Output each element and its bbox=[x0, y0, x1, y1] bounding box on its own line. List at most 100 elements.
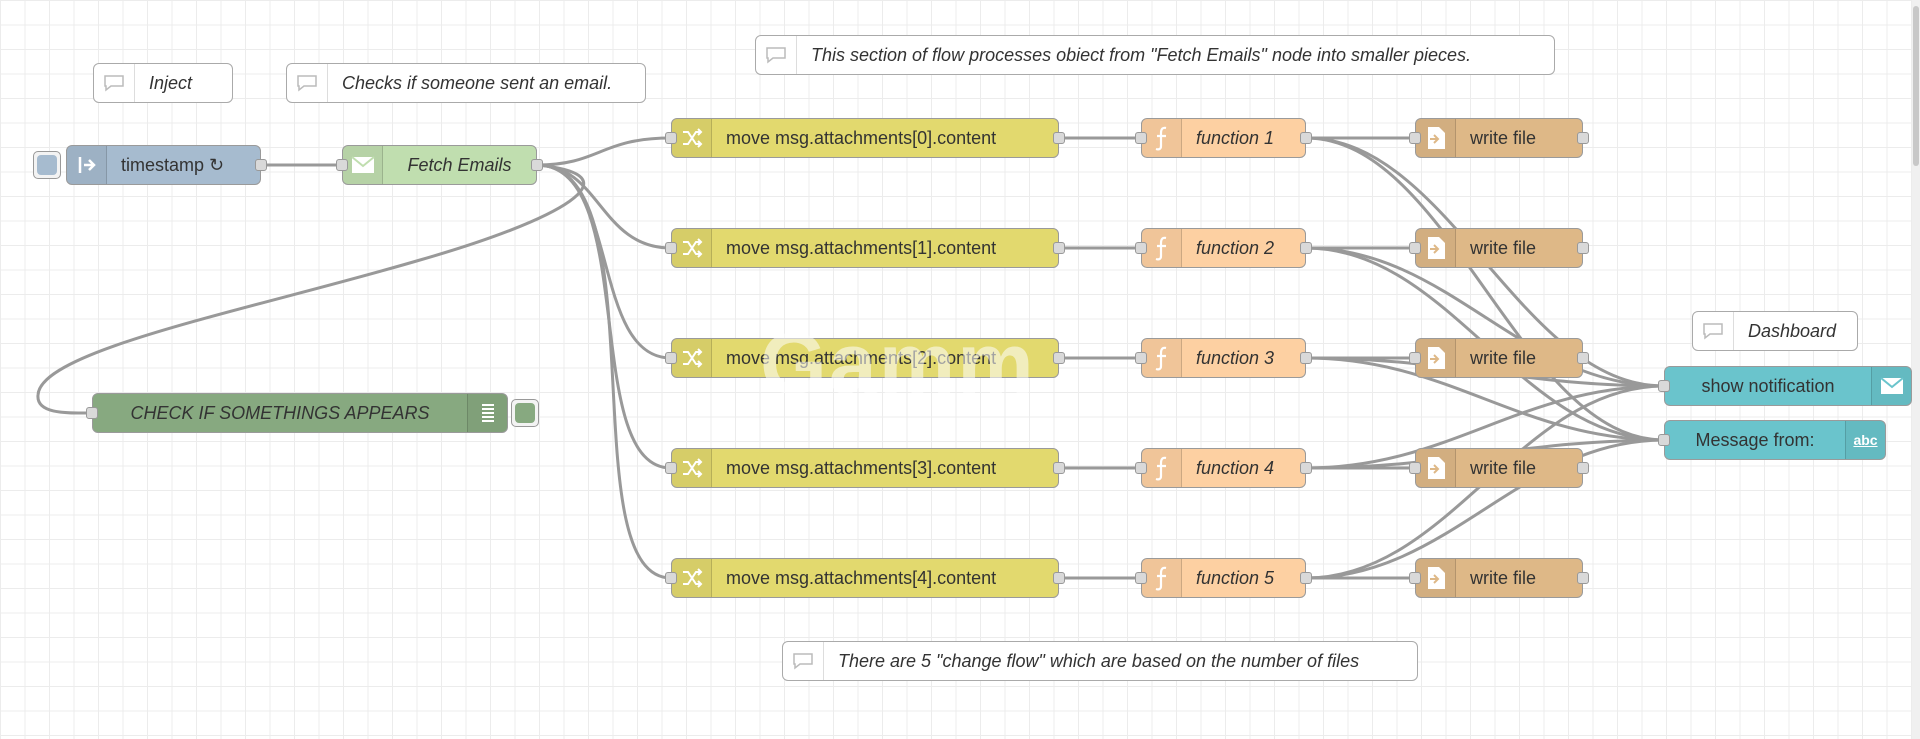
output-port[interactable] bbox=[1577, 462, 1589, 474]
wire bbox=[536, 136, 672, 167]
shuffle-icon bbox=[672, 119, 712, 157]
output-port[interactable] bbox=[1300, 462, 1312, 474]
input-port[interactable] bbox=[1135, 572, 1147, 584]
comment-section[interactable]: This section of flow processes obiect fr… bbox=[755, 35, 1555, 75]
input-port[interactable] bbox=[1409, 572, 1421, 584]
node-message-from[interactable]: Message from: abc bbox=[1658, 420, 1886, 460]
node-label: write file bbox=[1470, 237, 1537, 258]
wire bbox=[536, 163, 672, 580]
input-port[interactable] bbox=[665, 462, 677, 474]
node-write-file-5[interactable]: write file bbox=[1409, 558, 1589, 598]
vertical-scrollbar[interactable] bbox=[1912, 0, 1920, 739]
input-port[interactable] bbox=[1409, 352, 1421, 364]
output-port[interactable] bbox=[1053, 462, 1065, 474]
input-port[interactable] bbox=[665, 352, 677, 364]
shuffle-icon bbox=[672, 449, 712, 487]
output-port[interactable] bbox=[1577, 242, 1589, 254]
node-function-1[interactable]: function 1 bbox=[1135, 118, 1312, 158]
node-label: function 4 bbox=[1196, 457, 1275, 478]
wire bbox=[1305, 356, 1665, 442]
node-label: write file bbox=[1470, 567, 1537, 588]
node-change-0[interactable]: move msg.attachments[0].content bbox=[665, 118, 1065, 158]
node-label: show notification bbox=[1701, 375, 1835, 396]
input-port[interactable] bbox=[1135, 242, 1147, 254]
list-icon bbox=[467, 394, 507, 432]
output-port[interactable] bbox=[1053, 572, 1065, 584]
comment-inject[interactable]: Inject bbox=[93, 63, 233, 103]
wire bbox=[536, 163, 672, 250]
node-debug[interactable]: CHECK IF SOMETHINGS APPEARS bbox=[86, 393, 508, 433]
wire bbox=[536, 163, 672, 360]
node-change-2[interactable]: move msg.attachments[2].content bbox=[665, 338, 1065, 378]
output-port[interactable] bbox=[531, 159, 543, 171]
inject-trigger-button[interactable] bbox=[33, 151, 61, 179]
input-port[interactable] bbox=[1409, 242, 1421, 254]
output-port[interactable] bbox=[255, 159, 267, 171]
output-port[interactable] bbox=[1577, 132, 1589, 144]
output-port[interactable] bbox=[1300, 132, 1312, 144]
output-port[interactable] bbox=[1300, 242, 1312, 254]
input-port[interactable] bbox=[1135, 132, 1147, 144]
output-port[interactable] bbox=[1053, 352, 1065, 364]
node-write-file-3[interactable]: write file bbox=[1409, 338, 1589, 378]
node-label: Message from: bbox=[1695, 429, 1815, 450]
comment-dashboard[interactable]: Dashboard bbox=[1692, 311, 1858, 351]
debug-toggle-button[interactable] bbox=[511, 399, 539, 427]
node-label: function 5 bbox=[1196, 567, 1275, 588]
input-port[interactable] bbox=[1658, 380, 1670, 392]
node-label: function 1 bbox=[1196, 127, 1275, 148]
node-change-1[interactable]: move msg.attachments[1].content bbox=[665, 228, 1065, 268]
speech-bubble-icon bbox=[94, 64, 135, 102]
speech-bubble-icon bbox=[756, 36, 797, 74]
comment-bottom[interactable]: There are 5 "change flow" which are base… bbox=[782, 641, 1418, 681]
node-change-4[interactable]: move msg.attachments[4].content bbox=[665, 558, 1065, 598]
comment-text: This section of flow processes obiect fr… bbox=[811, 44, 1472, 65]
output-port[interactable] bbox=[1577, 352, 1589, 364]
output-port[interactable] bbox=[1300, 352, 1312, 364]
input-port[interactable] bbox=[665, 242, 677, 254]
input-port[interactable] bbox=[1135, 462, 1147, 474]
scrollbar-thumb[interactable] bbox=[1913, 6, 1919, 166]
node-label: write file bbox=[1470, 347, 1537, 368]
node-fetch-emails[interactable]: Fetch Emails bbox=[336, 145, 543, 185]
input-port[interactable] bbox=[86, 407, 98, 419]
file-icon bbox=[1416, 339, 1456, 377]
file-icon bbox=[1416, 119, 1456, 157]
node-label: timestamp ↻ bbox=[121, 154, 225, 175]
node-function-3[interactable]: function 3 bbox=[1135, 338, 1312, 378]
node-timestamp[interactable]: timestamp ↻ bbox=[66, 145, 267, 185]
abc-icon: abc bbox=[1845, 421, 1885, 459]
node-label: write file bbox=[1470, 457, 1537, 478]
input-port[interactable] bbox=[665, 572, 677, 584]
output-port[interactable] bbox=[1300, 572, 1312, 584]
node-label: move msg.attachments[4].content bbox=[726, 567, 997, 588]
node-change-3[interactable]: move msg.attachments[3].content bbox=[665, 448, 1065, 488]
output-port[interactable] bbox=[1053, 242, 1065, 254]
input-port[interactable] bbox=[1409, 132, 1421, 144]
node-show-notification[interactable]: show notification bbox=[1658, 366, 1912, 406]
function-icon bbox=[1142, 559, 1182, 597]
node-function-5[interactable]: function 5 bbox=[1135, 558, 1312, 598]
comment-checks[interactable]: Checks if someone sent an email. bbox=[286, 63, 646, 103]
node-write-file-2[interactable]: write file bbox=[1409, 228, 1589, 268]
function-icon bbox=[1142, 229, 1182, 267]
function-icon bbox=[1142, 449, 1182, 487]
output-port[interactable] bbox=[1053, 132, 1065, 144]
abc-icon-text: abc bbox=[1853, 432, 1878, 448]
node-function-2[interactable]: function 2 bbox=[1135, 228, 1312, 268]
input-port[interactable] bbox=[1135, 352, 1147, 364]
comment-text: There are 5 "change flow" which are base… bbox=[838, 650, 1360, 671]
file-icon bbox=[1416, 449, 1456, 487]
speech-bubble-icon bbox=[287, 64, 328, 102]
envelope-icon bbox=[1871, 367, 1911, 405]
node-write-file-1[interactable]: write file bbox=[1409, 118, 1589, 158]
node-label: write file bbox=[1470, 127, 1537, 148]
input-port[interactable] bbox=[1409, 462, 1421, 474]
output-port[interactable] bbox=[1577, 572, 1589, 584]
input-port[interactable] bbox=[665, 132, 677, 144]
node-function-4[interactable]: function 4 bbox=[1135, 448, 1312, 488]
input-port[interactable] bbox=[336, 159, 348, 171]
node-write-file-4[interactable]: write file bbox=[1409, 448, 1589, 488]
input-port[interactable] bbox=[1658, 434, 1670, 446]
